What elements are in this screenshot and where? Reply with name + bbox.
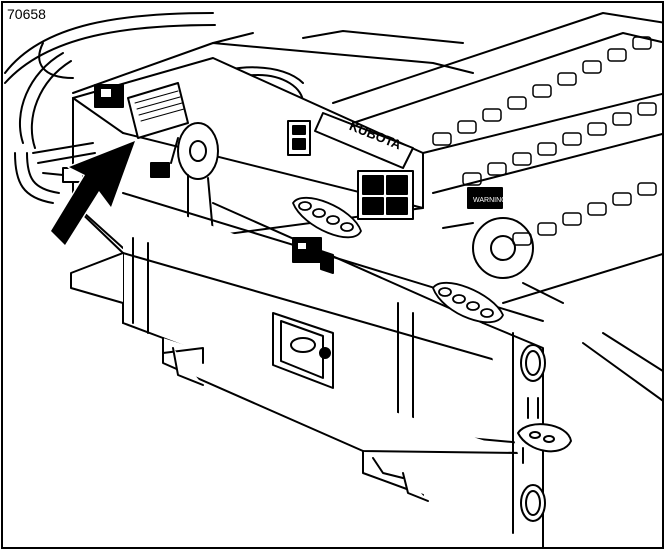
figure-number: 70658: [7, 6, 52, 24]
equipment-line-drawing: KUBOTA WARNING: [4, 12, 662, 547]
step-icon: [517, 423, 572, 464]
callout-arrow-icon: [49, 139, 137, 247]
small-decal-text: WARNING: [473, 197, 507, 204]
hose-fittings: [32, 142, 96, 183]
manual-holder-icon: [170, 122, 219, 234]
hydraulic-hoses: [4, 12, 216, 204]
safety-decal-icon: WARNING: [94, 82, 507, 220]
trencher-boom: [332, 12, 662, 402]
chain-icon: [292, 197, 504, 324]
mounting-plate: [70, 192, 546, 547]
